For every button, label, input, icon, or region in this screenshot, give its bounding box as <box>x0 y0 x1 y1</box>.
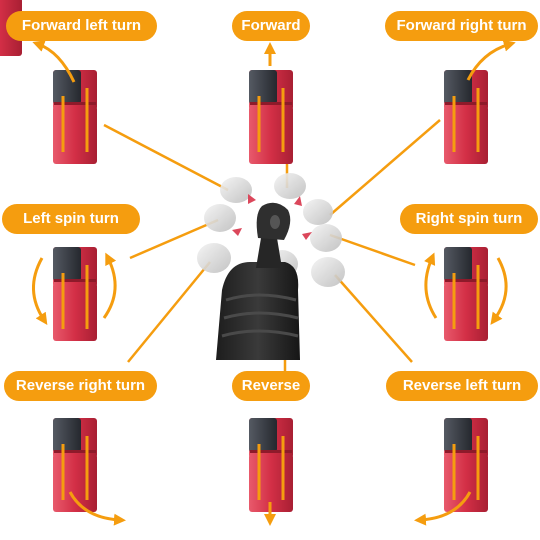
arrow-left-spin-left <box>32 257 48 325</box>
joystick-ghost-positions <box>197 173 345 287</box>
arrow-reverse-right <box>68 491 126 526</box>
label-reverse: Reverse <box>232 371 310 401</box>
vehicle-reverse-left <box>444 418 488 512</box>
connector-reverse-right <box>127 261 211 363</box>
label-forward-left-turn: Forward left turn <box>6 11 157 41</box>
vehicle-forward-right <box>444 70 488 164</box>
label-left-spin-turn: Left spin turn <box>2 204 140 234</box>
connector-reverse-left <box>334 274 413 363</box>
label-right-spin-turn: Right spin turn <box>400 204 538 234</box>
vehicle-reverse-right <box>53 418 97 512</box>
arrow-right-spin-left <box>424 252 438 319</box>
joystick <box>197 173 345 360</box>
connector-lines <box>103 119 441 372</box>
connector-left-spin <box>129 218 219 260</box>
vehicle-right-spin <box>444 247 488 341</box>
vehicle-left-spin <box>53 247 97 341</box>
label-reverse-left-turn: Reverse left turn <box>386 371 538 401</box>
vehicle-reverse <box>249 418 293 512</box>
label-reverse-right-turn: Reverse right turn <box>4 371 157 401</box>
label-forward-right-turn: Forward right turn <box>385 11 538 41</box>
vehicle-forward-left <box>53 70 97 164</box>
arrow-forward-right <box>466 39 516 81</box>
connector-forward-left <box>103 123 229 192</box>
connector-right-spin <box>329 233 416 267</box>
joystick-stick <box>256 232 282 268</box>
label-forward: Forward <box>232 11 310 41</box>
connector-forward-right <box>329 119 441 216</box>
joystick-boot <box>216 262 300 360</box>
arrow-right-spin-right <box>490 257 508 325</box>
arrow-forward-left <box>32 40 76 83</box>
vehicle-forward <box>249 70 293 164</box>
arrow-left-spin-right <box>102 252 117 319</box>
arrow-reverse-left <box>414 491 472 526</box>
